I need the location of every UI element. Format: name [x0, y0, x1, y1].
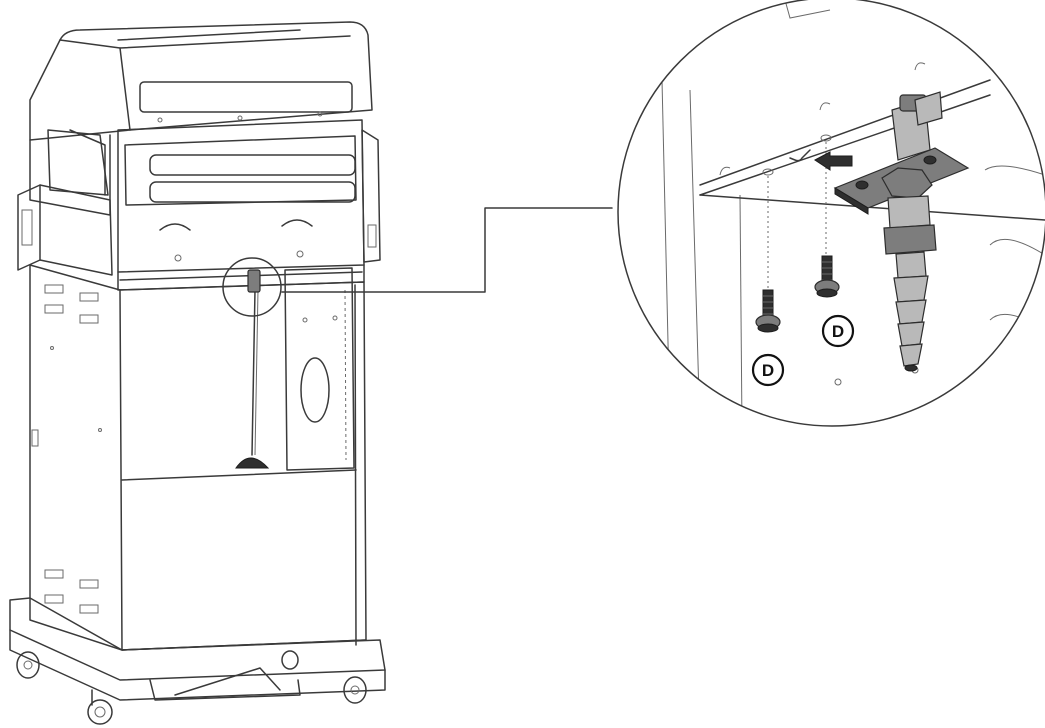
svg-text:D: D [762, 361, 774, 380]
callout-label-left: D [751, 353, 785, 387]
grill-lid [29, 21, 373, 216]
caster-front-left [87, 689, 113, 725]
caster-back-left [16, 651, 40, 679]
cabinet-left-wall [29, 264, 123, 651]
gas-hose [235, 269, 270, 469]
firebox-panel [117, 119, 365, 291]
zoom-circle-outline [617, 0, 1045, 427]
screw-left [755, 289, 781, 333]
grill-cart [9, 21, 386, 725]
insert-arrow [814, 151, 853, 171]
screw-right [814, 255, 840, 298]
gas-fitting [881, 91, 943, 372]
screw-guide-left [762, 168, 774, 298]
caster-back-right [281, 650, 299, 670]
svg-text:D: D [832, 322, 844, 341]
cart-base [9, 597, 386, 701]
side-bracket-left [17, 129, 113, 276]
caster-front-right [343, 676, 367, 704]
zoom-detail: D D [617, 0, 1045, 427]
cabinet-front [119, 267, 367, 651]
leader-line [281, 207, 613, 293]
side-bracket-right [361, 129, 381, 263]
detail-circle-small [222, 257, 282, 317]
callout-label-right: D [821, 314, 855, 348]
